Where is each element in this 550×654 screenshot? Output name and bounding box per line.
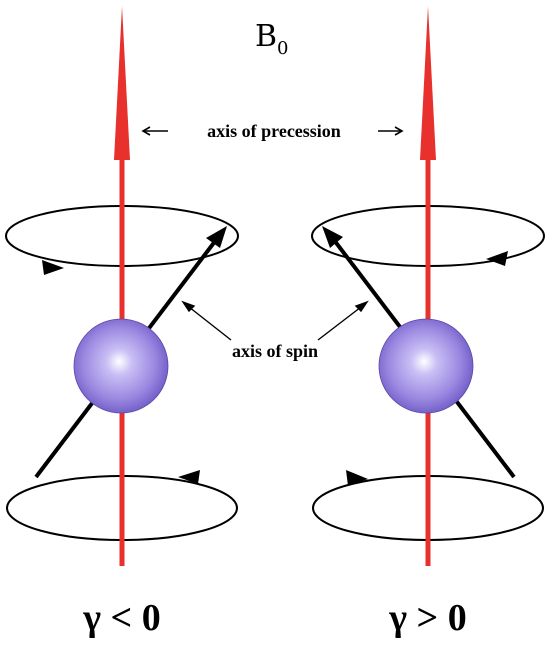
spin-pointer-right: [317, 300, 369, 341]
left-upper-orbit-arrowhead: [42, 260, 64, 275]
left-lower-orbit-arrowhead: [178, 470, 200, 484]
precession-pointer-left: [141, 126, 168, 136]
right-caption: γ > 0: [388, 597, 466, 639]
right-nucleus-group: [311, 6, 545, 566]
spin-label: axis of spin: [232, 341, 318, 361]
right-lower-orbit-arrowhead: [346, 470, 368, 486]
spin-pointer-left: [181, 300, 232, 341]
right-nucleus-sphere: [378, 318, 474, 414]
right-upper-orbit-arrowhead: [486, 251, 508, 266]
precession-label: axis of precession: [207, 121, 341, 141]
right-spin-arrowhead: [322, 226, 343, 248]
field-label: B0: [255, 19, 289, 59]
left-nucleus-group: [5, 6, 239, 566]
right-field-arrowhead: [420, 6, 436, 160]
left-caption: γ < 0: [82, 597, 160, 639]
left-field-arrowhead: [114, 6, 130, 160]
left-nucleus-sphere: [73, 318, 169, 414]
left-spin-arrowhead: [206, 226, 227, 248]
field-subscript: 0: [277, 38, 288, 59]
precession-pointer-right: [378, 126, 404, 136]
